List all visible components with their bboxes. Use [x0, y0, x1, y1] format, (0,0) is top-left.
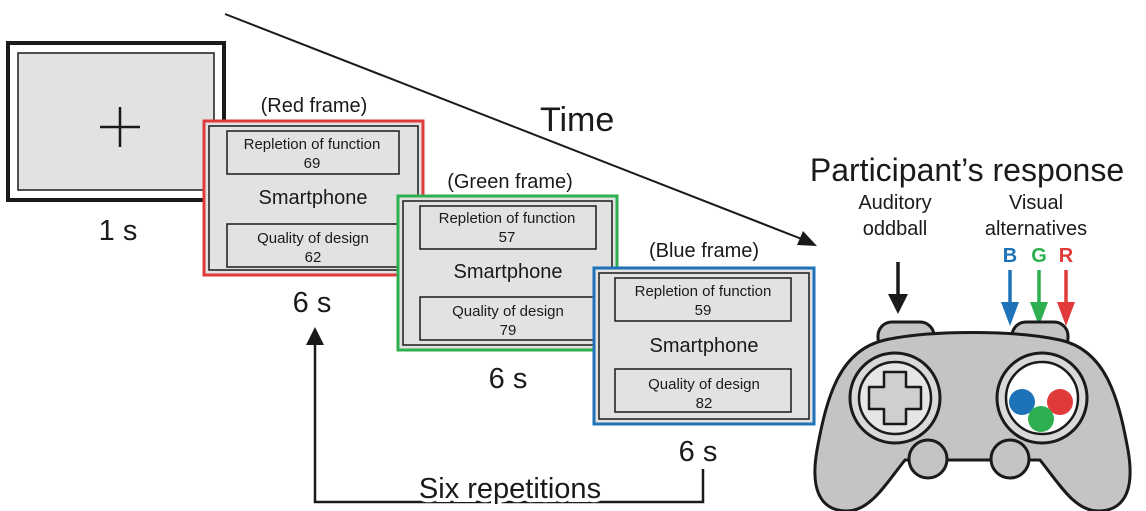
green-button	[1028, 406, 1054, 432]
time-label: Time	[540, 101, 614, 139]
auditory-line1: Auditory	[858, 192, 931, 214]
left-thumbstick	[907, 438, 949, 480]
red-duration: 6 s	[293, 287, 332, 319]
button-letter-r: R	[1059, 245, 1074, 267]
blue-frame-label: (Blue frame)	[649, 240, 759, 262]
blue-duration: 6 s	[679, 436, 718, 468]
dpad-icon	[867, 370, 923, 426]
red-frame-screen	[202, 119, 425, 277]
button-letter-g: G	[1031, 245, 1047, 267]
face-buttons	[1009, 389, 1073, 432]
green-bottom-attribute-value: 79	[500, 322, 517, 339]
blue-arrow	[1001, 270, 1019, 326]
auditory-line2: oddball	[863, 218, 928, 240]
blue-frame-screen	[592, 266, 816, 426]
button-letter-b: B	[1003, 245, 1017, 267]
green-arrow	[1030, 270, 1048, 326]
repetition-loop-arrow	[306, 327, 705, 504]
green-frame-label: (Green frame)	[447, 171, 573, 193]
red-arrow	[1057, 270, 1075, 326]
green-bottom-attribute-name: Quality of design	[452, 303, 564, 320]
red-bottom-attribute-name: Quality of design	[257, 230, 369, 247]
red-product-name: Smartphone	[259, 187, 368, 209]
blue-product-name: Smartphone	[650, 335, 759, 357]
right-thumbstick	[989, 438, 1031, 480]
visual-line1: Visual	[1009, 192, 1063, 214]
fixation-screen	[6, 41, 226, 202]
auditory-arrow	[888, 262, 908, 314]
blue-top-attribute-name: Repletion of function	[635, 283, 772, 300]
fixation-duration: 1 s	[99, 215, 138, 247]
red-top-attribute-name: Repletion of function	[244, 136, 381, 153]
visual-line2: alternatives	[985, 218, 1087, 240]
green-product-name: Smartphone	[454, 261, 563, 283]
blue-top-attribute-value: 59	[695, 302, 712, 319]
green-top-attribute-name: Repletion of function	[439, 210, 576, 227]
time-arrow	[224, 13, 817, 246]
green-duration: 6 s	[489, 363, 528, 395]
green-top-attribute-value: 57	[499, 229, 516, 246]
repetitions-label: Six repetitions	[419, 473, 601, 505]
red-bottom-attribute-value: 62	[305, 249, 322, 266]
red-top-attribute-value: 69	[304, 155, 321, 172]
blue-bottom-attribute-name: Quality of design	[648, 376, 760, 393]
red-button	[1047, 389, 1073, 415]
blue-bottom-attribute-value: 82	[696, 395, 713, 412]
red-frame-label: (Red frame)	[261, 95, 368, 117]
response-title: Participant’s response	[810, 152, 1124, 188]
blue-button	[1009, 389, 1035, 415]
gamepad-icon	[813, 320, 1132, 511]
